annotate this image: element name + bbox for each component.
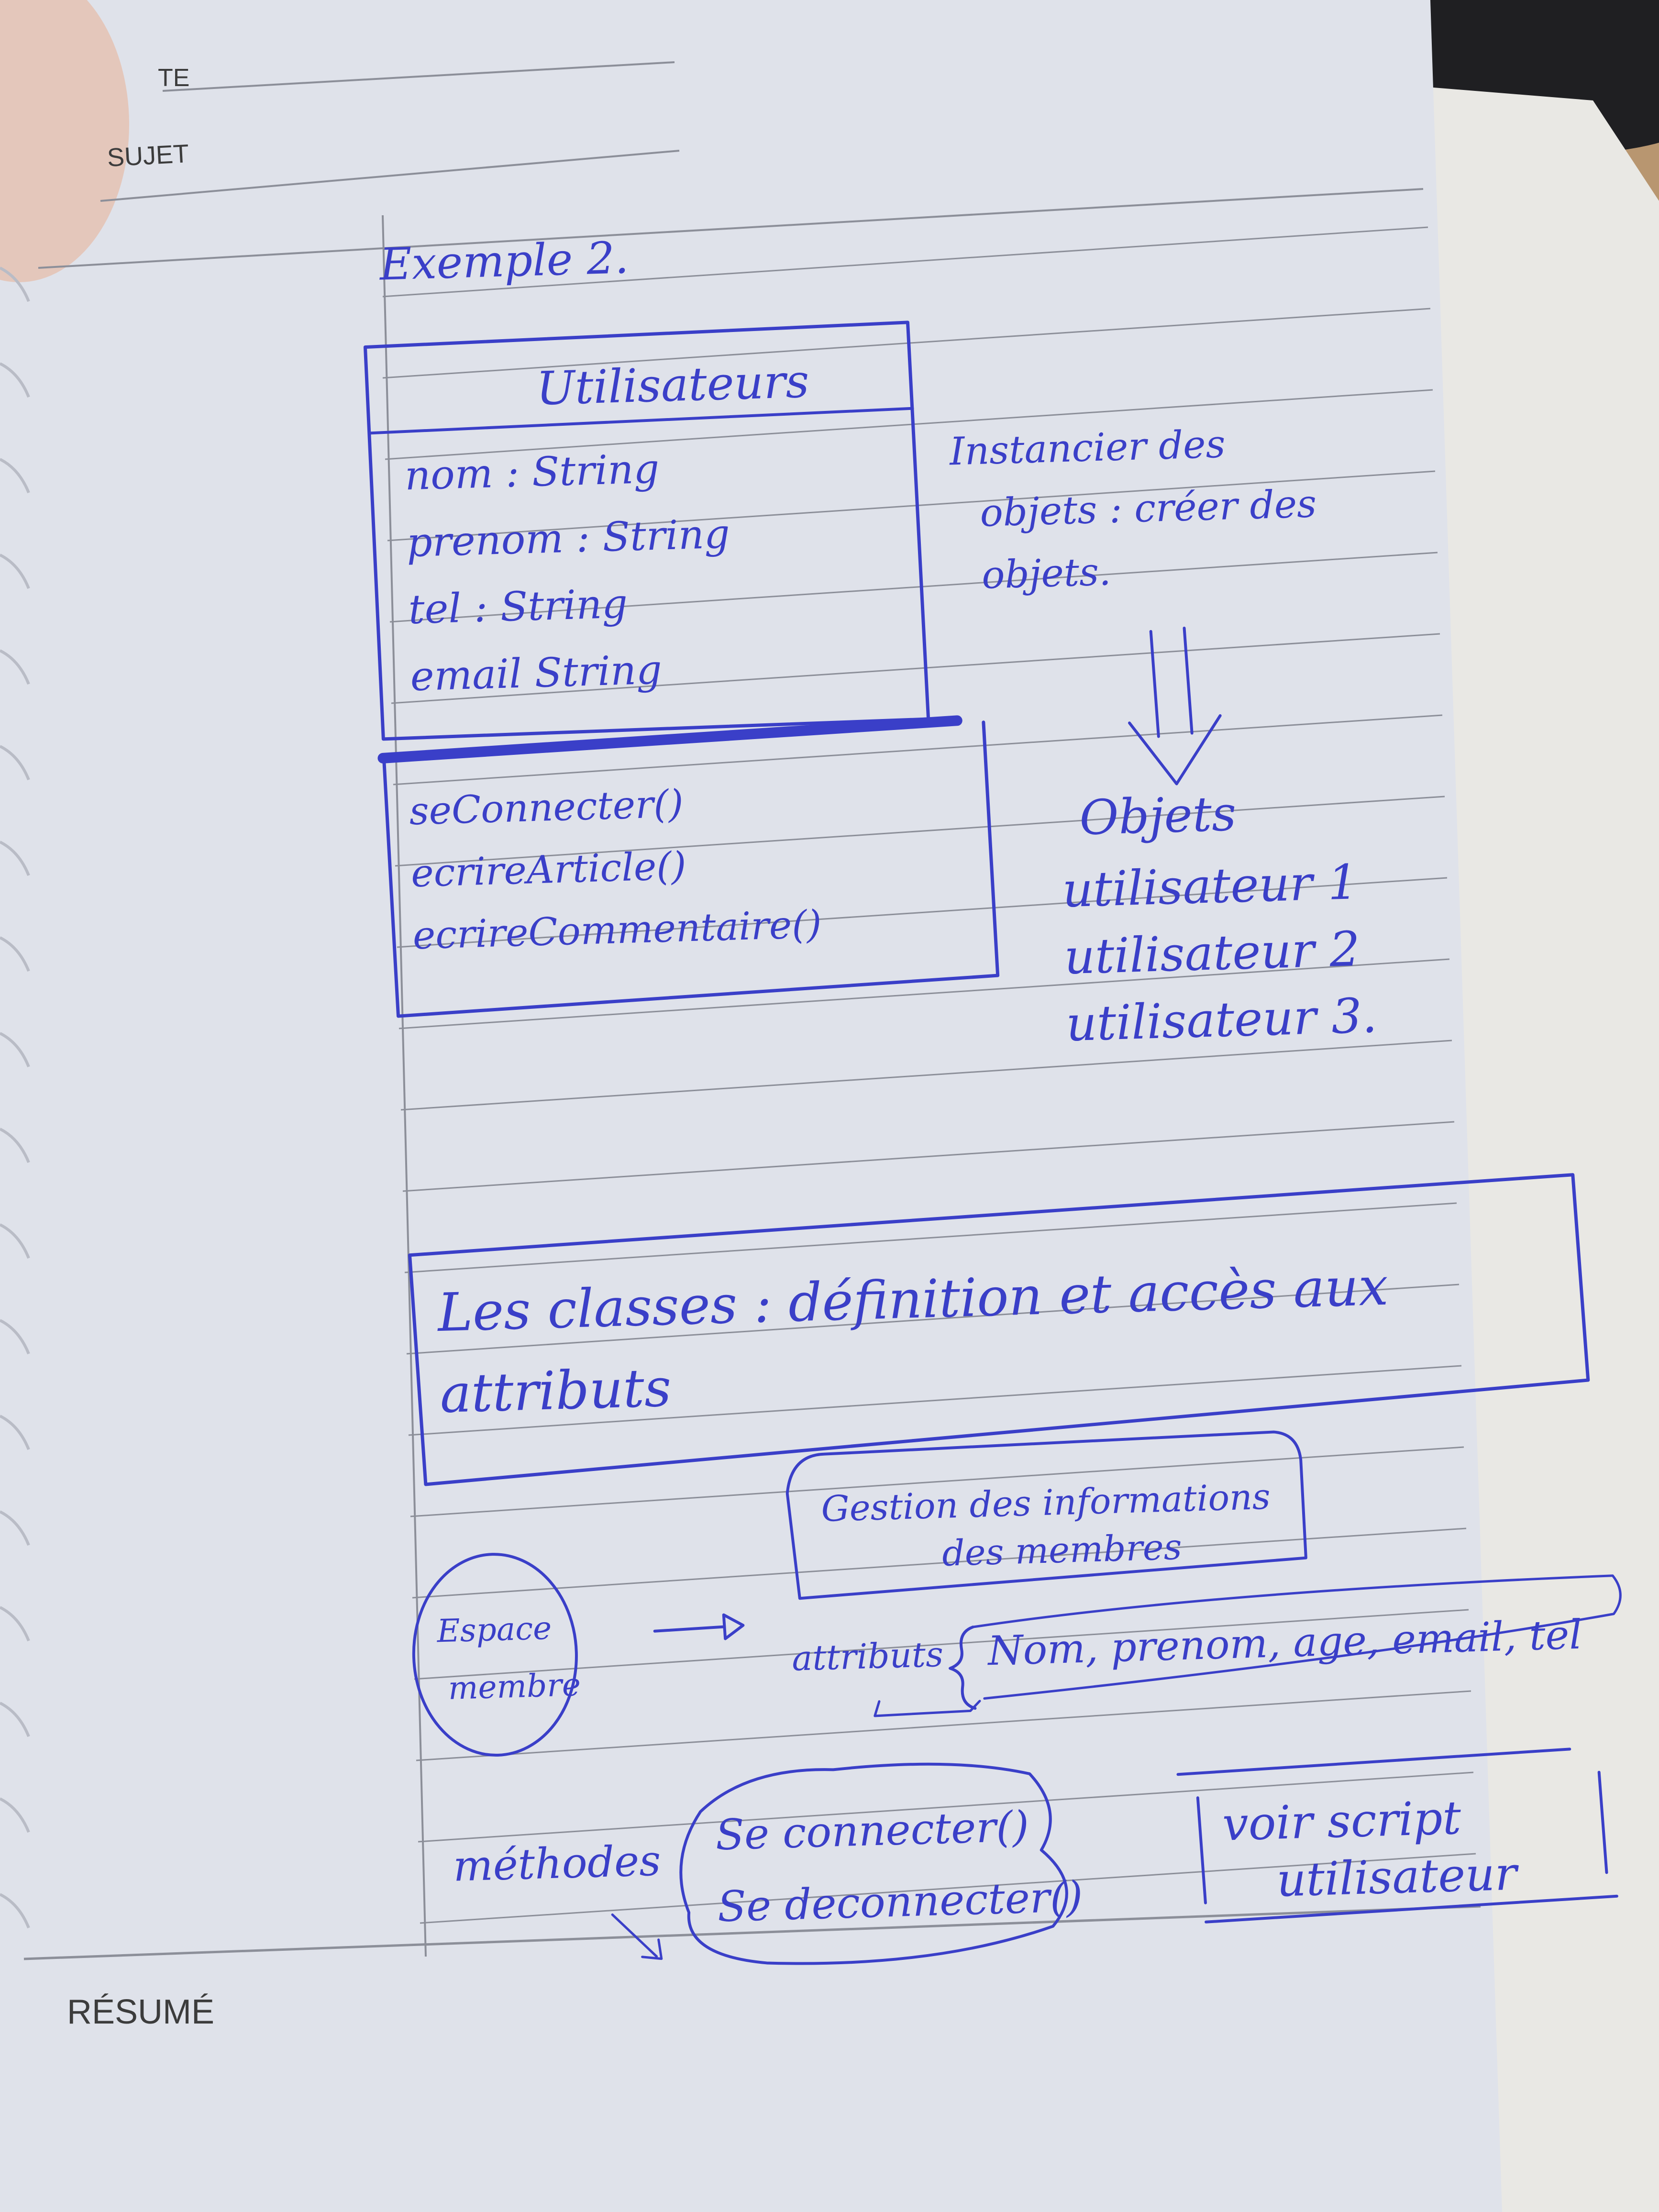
ruled-lines: [382, 226, 1476, 1924]
see-script-box: [1176, 1747, 1618, 1924]
spiral-binding: [0, 266, 30, 1929]
date-field-line: [162, 61, 675, 92]
date-label: TE: [158, 64, 189, 92]
attributes-cloud: [972, 1574, 1622, 1700]
object-item: utilisateur 2: [1063, 921, 1360, 985]
class-methods-outline: [382, 720, 1000, 1018]
notes-heading: Exemple 2.: [378, 232, 629, 290]
class-attribute: nom : String: [404, 445, 660, 499]
section-title-line: attributs: [439, 1357, 672, 1425]
margin-line: [382, 215, 427, 1957]
class-method: seConnecter(): [409, 781, 684, 833]
summary-label: RÉSUMÉ: [67, 1993, 214, 2031]
object-item: utilisateur 1: [1062, 854, 1359, 918]
methods-arrow-icon: [611, 1913, 663, 1960]
instantiate-note-line: objets : créer des: [979, 481, 1317, 535]
class-attribute: prenom : String: [406, 510, 730, 566]
class-name-divider: [368, 407, 914, 435]
class-name: Utilisateurs: [535, 354, 809, 416]
header-separator: [38, 188, 1424, 269]
management-box: [785, 1430, 1307, 1600]
object-item: utilisateur 3.: [1065, 987, 1378, 1052]
member-space-line: Espace: [436, 1610, 552, 1650]
attributes-label: attributs: [791, 1634, 944, 1679]
method-item: Se connecter(): [715, 1802, 1029, 1859]
class-methods-divider: [377, 715, 962, 763]
subject-label: SUJET: [106, 139, 189, 172]
member-space-line: membre: [448, 1666, 581, 1707]
class-attribute: email String: [409, 646, 663, 700]
implies-arrow-icon: [1128, 626, 1222, 785]
attributes-brace: [949, 1626, 977, 1710]
management-box-line: des membres: [941, 1526, 1183, 1574]
finger: [0, 0, 129, 282]
methods-cloud: [679, 1762, 1068, 1965]
methods-label: méthodes: [453, 1836, 662, 1891]
member-space-circle: [412, 1553, 578, 1757]
see-script-line: voir script: [1222, 1791, 1462, 1851]
instantiate-note-line: Instancier des: [948, 421, 1226, 474]
section-title-box: [408, 1173, 1590, 1486]
subject-field-line: [100, 150, 680, 202]
instantiate-note-line: objets.: [981, 549, 1112, 597]
class-method: ecrireArticle(): [410, 843, 687, 896]
class-attribute: tel : String: [408, 580, 628, 633]
objects-title: Objets: [1079, 785, 1237, 846]
summary-separator: [23, 1905, 1481, 1960]
see-script-line: utilisateur: [1276, 1847, 1520, 1907]
attributes-underline-arrow: [874, 1700, 981, 1717]
method-item: Se deconnecter(): [717, 1872, 1083, 1931]
arrow-right-icon: [653, 1613, 745, 1640]
